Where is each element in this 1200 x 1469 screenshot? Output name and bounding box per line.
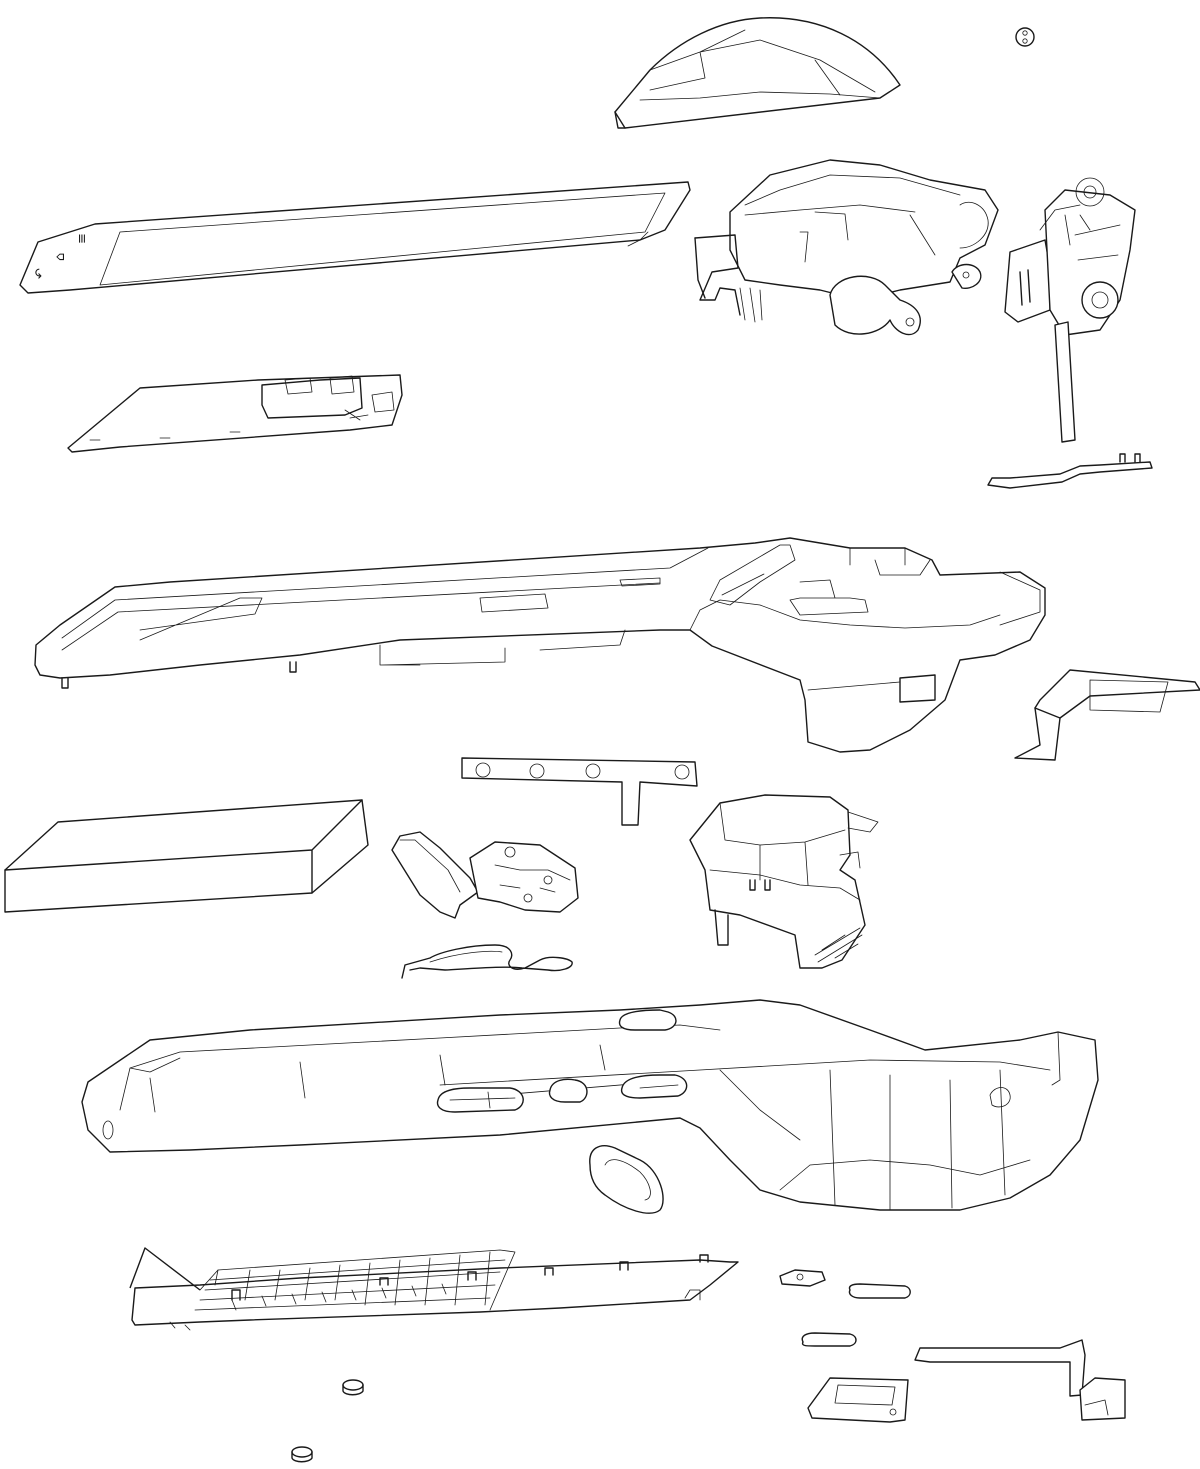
display-menu-icon: ≡ <box>75 233 90 244</box>
battery-pack <box>4 799 369 913</box>
display-touch-panel: ≡ ⌂ ↶ <box>19 181 691 294</box>
printer-lid-cover <box>614 17 901 129</box>
shield-plate <box>807 1377 909 1423</box>
foam-pad <box>801 1332 857 1347</box>
display-back-icon: ↶ <box>33 268 48 279</box>
printer-mechanism <box>694 159 999 336</box>
gear-bracket-assembly <box>1004 177 1136 443</box>
sensor-flex-cable <box>987 453 1153 489</box>
screw-head <box>1015 27 1035 47</box>
middle-frame-housing <box>34 537 1046 753</box>
display-home-icon: ⌂ <box>53 253 68 261</box>
battery-cover-grille <box>129 1247 739 1331</box>
shield-bracket <box>1014 669 1200 761</box>
button-holder-bracket <box>391 831 579 919</box>
card-reader-housing <box>689 794 879 969</box>
spring-wire-clip <box>401 944 573 979</box>
small-connector <box>779 1269 826 1287</box>
rubber-foot <box>342 1379 364 1396</box>
rubber-ring-gasket <box>589 1145 664 1214</box>
flex-cable-connector <box>914 1339 1126 1421</box>
button-flex-strip <box>461 757 698 826</box>
rubber-foot <box>291 1446 313 1463</box>
bottom-rear-housing <box>81 999 1099 1211</box>
foam-pad <box>848 1283 911 1299</box>
main-pcb-board <box>67 374 403 453</box>
